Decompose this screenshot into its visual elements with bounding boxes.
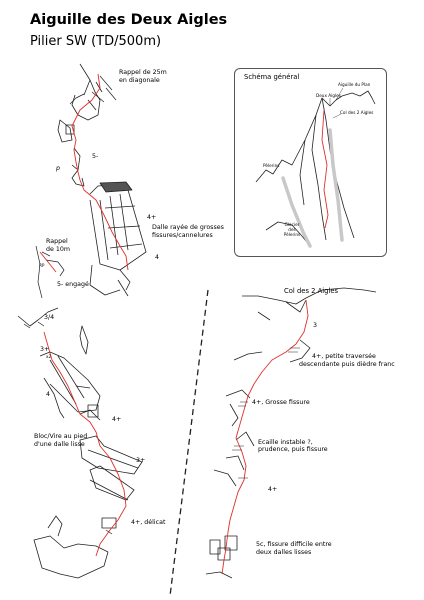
grade-5-minus: 5- [92, 153, 99, 160]
dark-block [99, 181, 133, 193]
inset-label-col-2-aigles: Col des 2 Aigles [340, 110, 374, 115]
grade-3-plus-low: 3+ [136, 457, 146, 464]
grade-4-mid: 4 [155, 254, 160, 261]
overview-snow-bands [281, 128, 344, 248]
grade-4-low: 4 [46, 391, 51, 398]
inset-label-deux-aigles: Deux Aigles [316, 93, 341, 98]
note-bloc-line2: d'une dalle lisse [34, 441, 85, 448]
page-subtitle: Pilier SW (TD/500m) [30, 34, 162, 49]
lower-route-dashes [23, 321, 113, 535]
rappel-25-arrow [69, 75, 117, 105]
note-grosse-fissure: 4+, Grosse fissure [252, 399, 310, 406]
note-dalle-line2: fissures/cannelures [152, 232, 213, 239]
divider-line [169, 289, 209, 597]
grade-4-plus-low: 4+ [112, 416, 122, 423]
rappel-10-arrow [41, 251, 65, 277]
inset-label-pelerins: Pèlerins [263, 163, 280, 168]
note-traversee-line2: descendante puis dièdre franc [299, 361, 395, 368]
right-route [221, 299, 309, 575]
right-grade-3: 3 [313, 322, 318, 329]
grade-4-plus-top: 4+ [147, 214, 157, 221]
grade-3-4: 3/4 [44, 314, 55, 321]
inset-label-aiguille-du-plan: Aiguille du Plan [338, 82, 371, 87]
upper-rope-line [39, 251, 57, 273]
inset-title: Schéma général [244, 73, 300, 81]
right-rock [205, 287, 377, 579]
right-belay-marks [232, 347, 300, 479]
note-bloc-line1: Bloc/Vire au pied [34, 433, 88, 440]
note-rappel-10-line1: Rappel [46, 238, 68, 245]
overview-leader-lines [329, 87, 344, 119]
note-ecaille-a: Ecaille instable ?, [258, 439, 313, 446]
right-grade-4-plus: 4+ [268, 486, 278, 493]
overview-inset [234, 68, 387, 257]
right-label-col-2-aigles: Col des 2 Aigles [284, 287, 339, 295]
rp-mark: RP [39, 263, 45, 268]
note-rappel-25-line1: Rappel de 25m [119, 69, 167, 76]
lower-route [43, 331, 127, 557]
inset-label-glacier: Glacier des Pèlerins [283, 222, 301, 237]
grade-3-plus: 3+ [40, 346, 50, 353]
note-fissure-difficile-line2: deux dalles lisses [256, 549, 312, 556]
note-delicat: 4+, délicat [131, 519, 166, 526]
note-traversee-line1: 4+, petite traversée [312, 353, 376, 360]
rappel-10-line [35, 245, 43, 299]
upper-route [71, 73, 129, 271]
upper-left-rock [57, 63, 147, 297]
overview-route [321, 109, 329, 229]
grade-5-minus-engage: 5- engagé [57, 281, 89, 288]
note-rappel-25-line2: en diagonale [119, 77, 160, 84]
note-rappel-10-line2: de 10m [46, 246, 71, 253]
x2-mark: x2 [46, 354, 52, 359]
note-ecaille-b: prudence, puis fissure [258, 446, 328, 453]
piton-mark: p [56, 165, 60, 172]
note-dalle-line1: Dalle rayée de grosses [152, 224, 224, 231]
note-fissure-difficile-line1: 5c, fissure difficile entre [256, 541, 332, 548]
page-title: Aiguille des Deux Aigles [30, 12, 228, 28]
